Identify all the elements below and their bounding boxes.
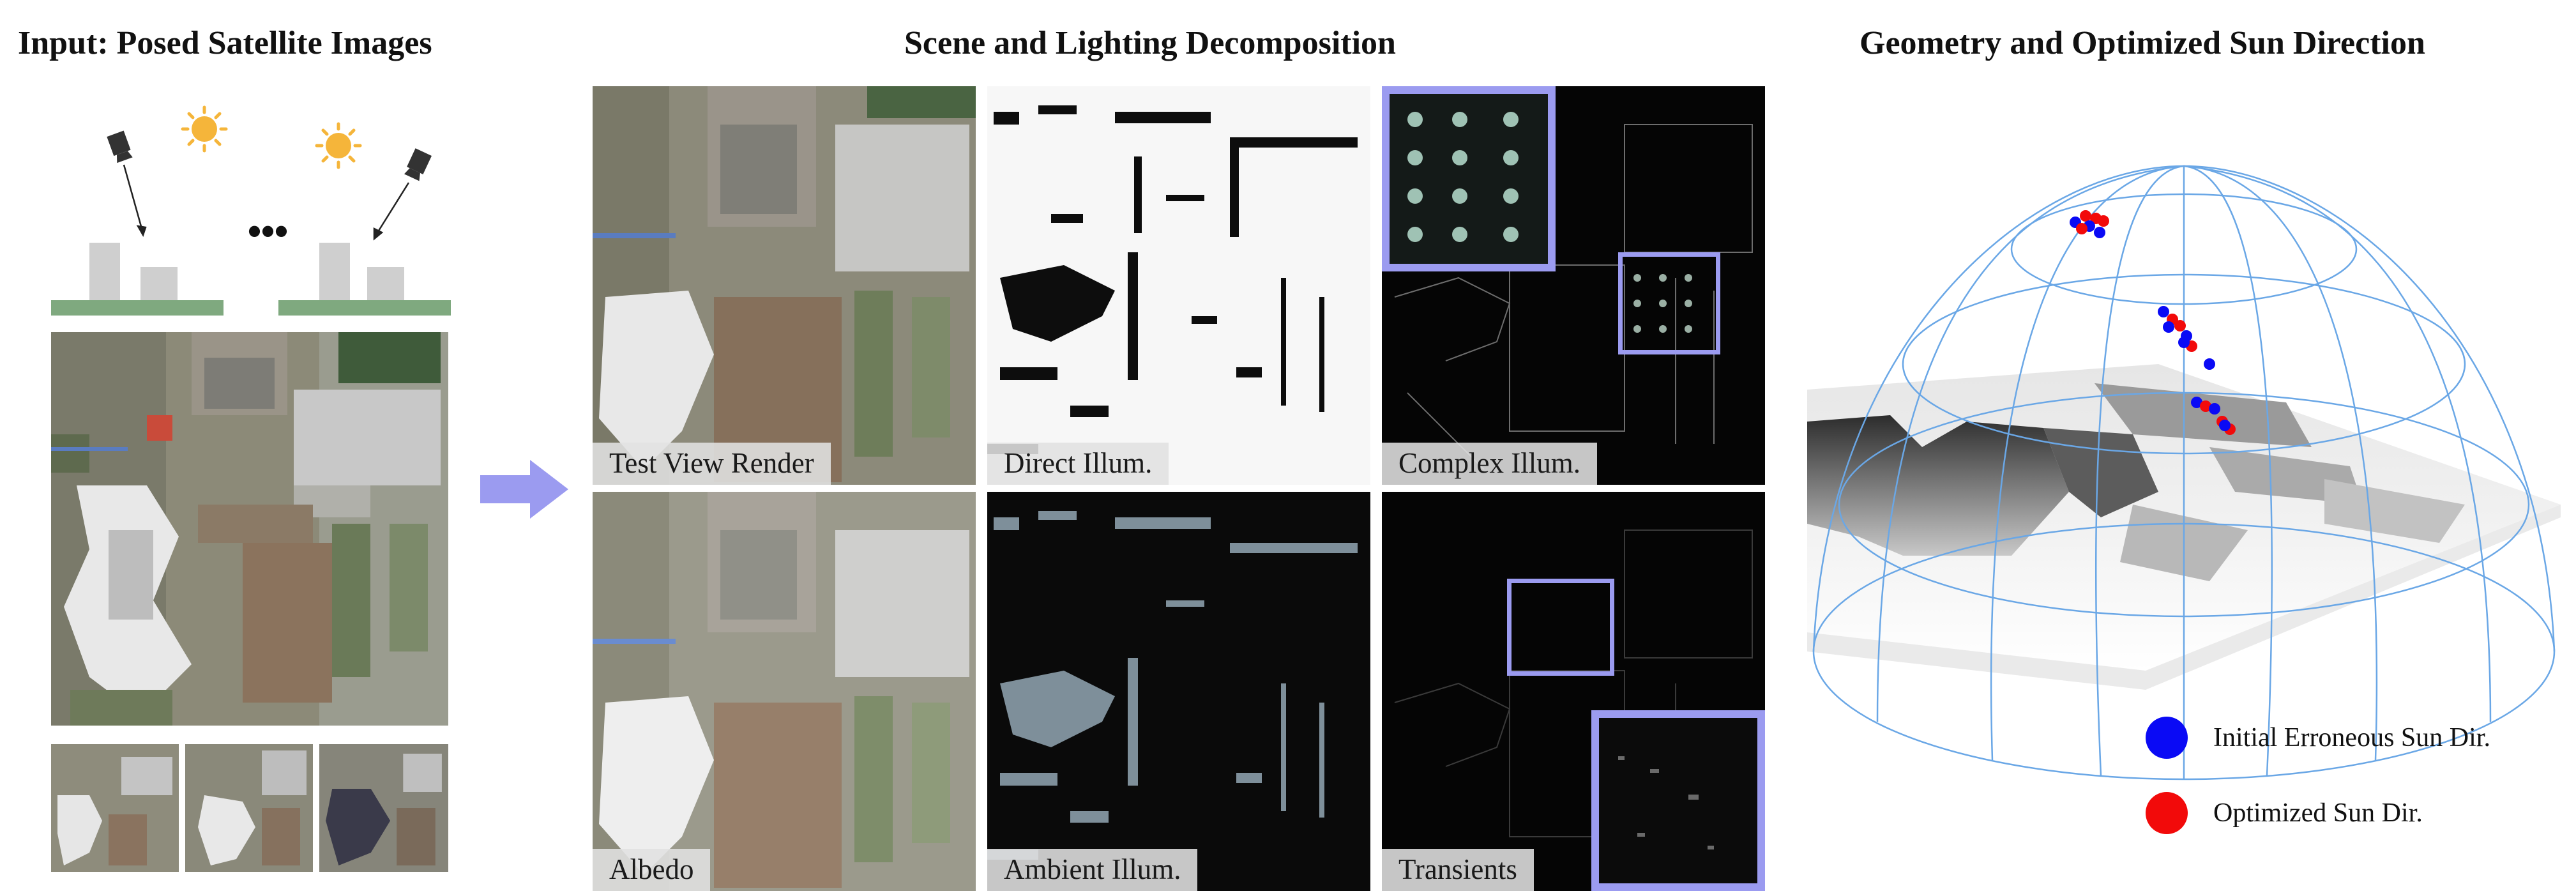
geometry-section-title: Geometry and Optimized Sun Direction: [1860, 25, 2425, 61]
panel-label-test-view: Test View Render: [593, 443, 831, 485]
sun-direction-points: [2070, 210, 2236, 435]
building-icon: [51, 243, 224, 316]
sun-icon: [181, 105, 228, 153]
input-satellite-image: [51, 332, 448, 726]
panel-transients: Transients: [1382, 492, 1765, 891]
panel-label-transients: Transients: [1382, 849, 1534, 891]
zoom-region-box: [1507, 579, 1614, 676]
input-thumbnail: [185, 744, 313, 872]
sun-icon: [315, 122, 362, 169]
panel-test-view-render: Test View Render: [593, 86, 976, 485]
panel-albedo: Albedo: [593, 492, 976, 891]
panel-label-ambient: Ambient Illum.: [987, 849, 1198, 891]
legend-label-initial: Initial Erroneous Sun Dir.: [2213, 723, 2490, 752]
legend-marker-blue: [2146, 717, 2188, 759]
wireframe-dome: [1812, 165, 2556, 781]
panel-ambient-illumination: Ambient Illum.: [987, 492, 1370, 891]
panel-label-complex: Complex Illum.: [1382, 443, 1597, 485]
input-thumbnail: [51, 744, 179, 872]
geometry-dome-render: [1801, 147, 2567, 786]
ellipsis: •••: [248, 209, 288, 252]
legend-marker-red: [2146, 792, 2188, 834]
building-icon: [278, 243, 451, 316]
camera-icon: [404, 148, 432, 181]
legend-label-optimized: Optimized Sun Dir.: [2213, 798, 2423, 828]
schematic-drawing: •••: [51, 105, 451, 316]
legend-item-initial: Initial Erroneous Sun Dir.: [2146, 717, 2490, 759]
input-thumbnail: [319, 744, 448, 872]
panel-label-albedo: Albedo: [593, 849, 711, 891]
legend-item-optimized: Optimized Sun Dir.: [2146, 792, 2423, 834]
decomposition-section-title: Scene and Lighting Decomposition: [904, 25, 1396, 61]
flow-arrow: [480, 460, 568, 519]
zoom-region-box: [1618, 252, 1720, 354]
zoom-inset: [1591, 710, 1765, 891]
camera-icon: [107, 130, 133, 164]
panel-complex-illumination: Complex Illum.: [1382, 86, 1765, 485]
panel-label-direct: Direct Illum.: [987, 443, 1169, 485]
panel-direct-illumination: Direct Illum.: [987, 86, 1370, 485]
input-schematic: •••: [45, 96, 453, 319]
zoom-inset: [1382, 86, 1556, 271]
input-section-title: Input: Posed Satellite Images: [18, 25, 432, 61]
